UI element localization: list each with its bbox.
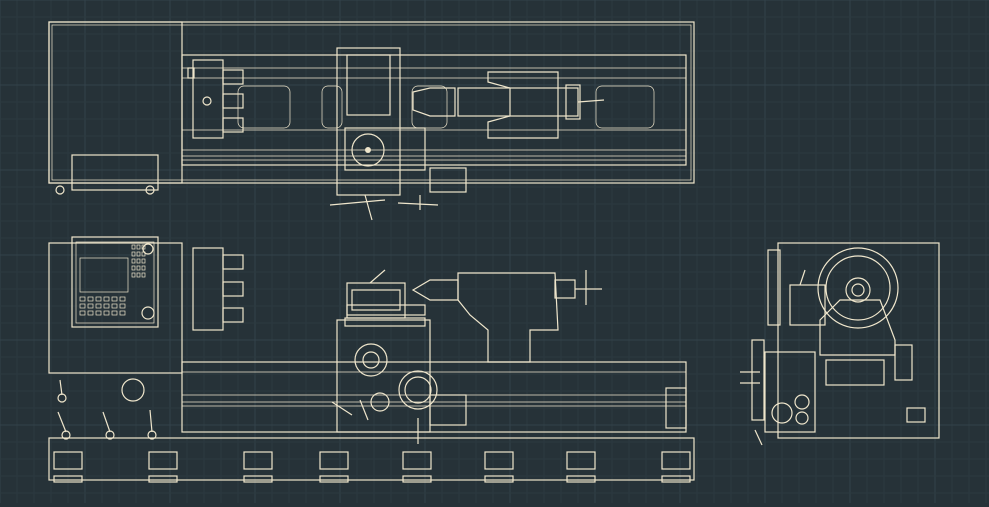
base-foot xyxy=(402,451,432,470)
base-foot xyxy=(319,451,349,470)
base-foot xyxy=(148,451,178,470)
panel-key xyxy=(95,310,102,316)
lever xyxy=(149,409,153,433)
panel-button xyxy=(131,272,136,278)
base-foot-pad xyxy=(319,475,349,483)
panel-key xyxy=(79,303,86,309)
base-foot-pad xyxy=(661,475,691,483)
base-foot xyxy=(243,451,273,470)
base-foot xyxy=(484,451,514,470)
side-view xyxy=(740,242,940,446)
panel-key xyxy=(87,310,94,316)
panel-button xyxy=(131,258,136,264)
panel-button xyxy=(136,258,141,264)
center-top xyxy=(412,87,456,117)
tailstock-front xyxy=(457,272,559,363)
toolpost-side xyxy=(789,284,826,326)
chuck-side xyxy=(817,247,899,329)
panel-key xyxy=(87,303,94,309)
panel-button xyxy=(136,265,141,271)
control-box-top xyxy=(71,154,159,191)
motor-front xyxy=(429,394,467,426)
tool-post-front xyxy=(346,282,406,319)
tailstock-side xyxy=(819,299,896,356)
panel-key xyxy=(111,310,118,316)
panel-key xyxy=(103,296,110,302)
base-foot-pad xyxy=(566,475,596,483)
lever-knob xyxy=(57,393,67,403)
base-foot-pad xyxy=(243,475,273,483)
panel-key xyxy=(95,296,102,302)
apron-side xyxy=(764,351,816,433)
panel-button xyxy=(136,272,141,278)
handwheel-large xyxy=(398,370,438,410)
bed-top xyxy=(181,54,687,166)
control-panel xyxy=(71,236,159,328)
tailstock-top xyxy=(487,71,559,139)
panel-button xyxy=(131,244,136,250)
lever-knob xyxy=(61,430,71,440)
chuck-top xyxy=(192,59,224,139)
panel-key xyxy=(111,296,118,302)
bed-front xyxy=(181,361,687,433)
panel-key xyxy=(79,296,86,302)
lever xyxy=(59,379,63,396)
center-front xyxy=(411,279,459,301)
panel-key xyxy=(119,303,126,309)
panel-screen xyxy=(79,257,129,293)
panel-key xyxy=(103,303,110,309)
panel-key xyxy=(87,296,94,302)
tool-post-top xyxy=(344,127,426,171)
base-foot xyxy=(53,451,83,470)
front-view xyxy=(48,236,695,483)
base-front xyxy=(48,437,695,481)
lever xyxy=(57,411,67,433)
panel-button xyxy=(136,251,141,257)
lever-knob xyxy=(147,430,157,440)
panel-button xyxy=(141,265,146,271)
top-view xyxy=(48,21,695,221)
panel-button xyxy=(141,244,146,250)
panel-key xyxy=(95,303,102,309)
panel-key xyxy=(103,310,110,316)
headstock-front xyxy=(48,242,183,374)
panel-button xyxy=(141,251,146,257)
panel-key xyxy=(111,303,118,309)
panel-button xyxy=(136,244,141,250)
panel-button xyxy=(141,272,146,278)
handwheel-small xyxy=(354,343,388,377)
base-foot-pad xyxy=(148,475,178,483)
motor-top xyxy=(429,167,467,193)
lever-knob xyxy=(105,430,115,440)
base-foot-pad xyxy=(402,475,432,483)
panel-button xyxy=(131,251,136,257)
base-foot xyxy=(661,451,691,470)
panel-button xyxy=(131,265,136,271)
side-housing xyxy=(777,242,940,439)
base-foot-pad xyxy=(53,475,83,483)
base-foot xyxy=(566,451,596,470)
carriage-top xyxy=(336,47,401,196)
panel-key xyxy=(79,310,86,316)
panel-key xyxy=(119,310,126,316)
base-foot-pad xyxy=(484,475,514,483)
panel-button xyxy=(141,258,146,264)
panel-key xyxy=(119,296,126,302)
lever xyxy=(102,411,111,433)
apron-front xyxy=(336,319,431,433)
